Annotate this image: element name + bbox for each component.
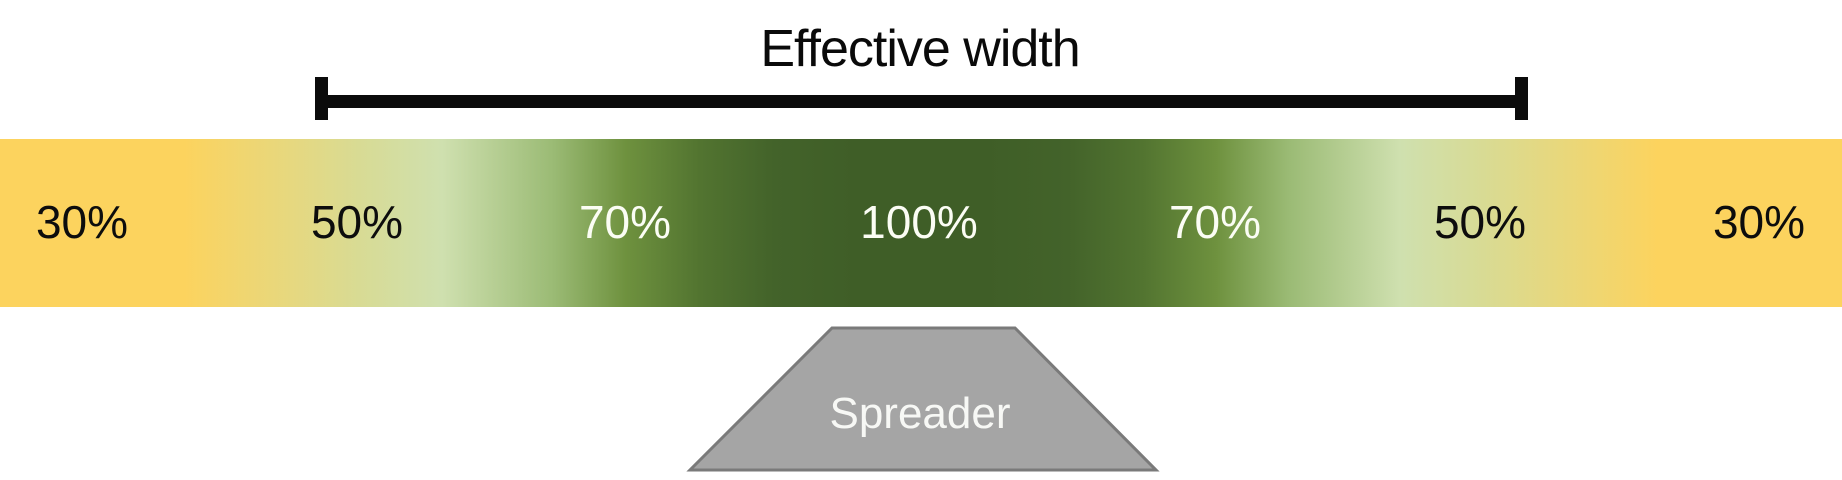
bracket-line — [321, 95, 1522, 108]
effective-width-title: Effective width — [760, 20, 1080, 78]
spread-rate-label-30-left: 30% — [35, 196, 129, 248]
spread-rate-label-100: 100% — [860, 196, 978, 248]
spreader-trapezoid-shape — [686, 326, 1160, 472]
spread-rate-label-70-right: 70% — [1168, 196, 1262, 248]
spread-rate-label-70-left: 70% — [578, 196, 672, 248]
spread-rate-label-50-left: 50% — [310, 196, 404, 248]
spread-rate-gradient-bar — [0, 139, 1842, 307]
bracket-right-cap-icon — [1515, 77, 1528, 120]
spread-rate-label-50-right: 50% — [1433, 196, 1527, 248]
spreader-trapezoid-polygon — [686, 326, 1160, 472]
spreader-label: Spreader — [829, 389, 1011, 438]
spread-rate-label-30-right: 30% — [1712, 196, 1806, 248]
effective-width-bracket — [315, 77, 1528, 120]
